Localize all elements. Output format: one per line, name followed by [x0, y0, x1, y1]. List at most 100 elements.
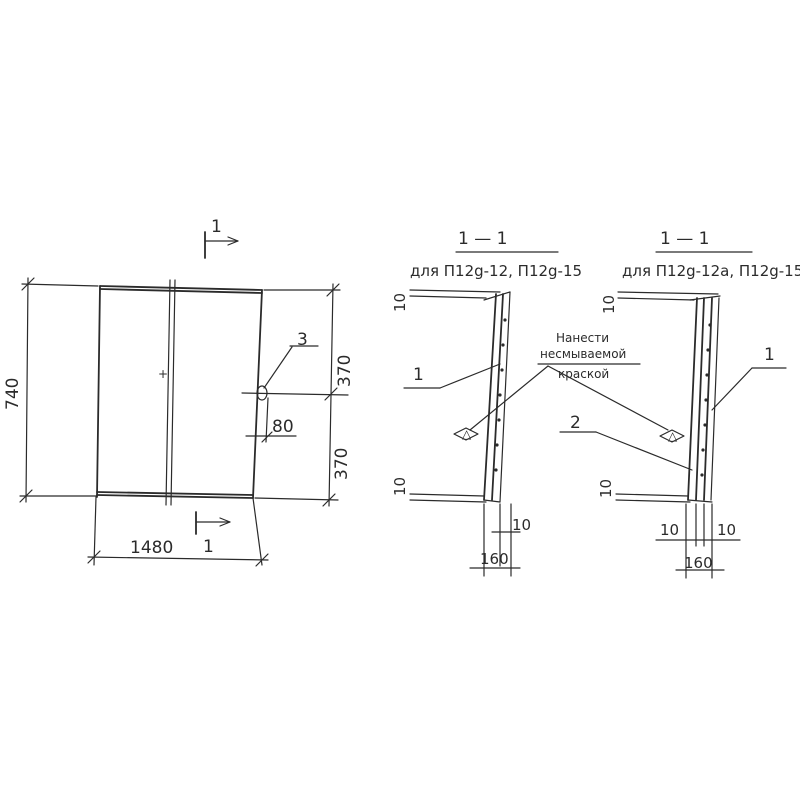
section-mark-bottom-label: 1	[203, 537, 214, 557]
section-right-dim-bottom-label: 10	[597, 479, 615, 498]
section-left-dim-right-label: 10	[512, 516, 531, 534]
section-left: 1 — 1 для П12g-12, П12g-15 10 10 10 160	[391, 229, 582, 577]
section-right-top-flange	[689, 295, 721, 301]
dim-1480-ext-left	[93, 496, 97, 566]
section-right-profile-3	[703, 297, 713, 501]
dim-370-tick-mid	[324, 387, 338, 401]
dim-370-line	[328, 283, 334, 507]
section-right-subtitle: для П12g-12а, П12g-15а	[622, 262, 800, 280]
section-right-dim-width-label: 160	[684, 554, 713, 572]
section-right-callout-2-leader	[595, 431, 693, 471]
center-mark: +	[158, 367, 168, 381]
rivet	[494, 468, 498, 472]
plan-view: + 3 1 1 740 1480	[3, 217, 355, 567]
note-line-1: Нанести	[556, 331, 609, 345]
dim-370-tick-top	[326, 283, 340, 297]
rivet	[705, 373, 709, 377]
section-left-dim-width-label: 160	[480, 550, 509, 568]
section-right-callout-2: 2	[570, 413, 581, 433]
section-left-top-flange	[483, 291, 511, 301]
center-rib-right	[170, 279, 176, 506]
section-left-marking-diamond	[453, 427, 479, 441]
dim-1480-label: 1480	[130, 538, 173, 558]
section-left-dim-bottom-ext1	[409, 493, 485, 497]
note-leader-right	[547, 365, 669, 431]
dim-80-tick	[261, 431, 273, 443]
section-left-dim-top-label: 10	[391, 293, 409, 312]
rivet	[701, 448, 705, 452]
section-right-marking-diamond	[659, 429, 685, 443]
section-left-dim-top-ext1	[409, 289, 501, 293]
dim-1480-tick-left	[87, 550, 101, 564]
section-left-callout-1: 1	[413, 365, 424, 385]
dim-370-lower-label: 370	[332, 448, 352, 480]
rivet	[503, 318, 507, 322]
section-right-profile-4	[710, 297, 720, 501]
center-rib-left	[165, 279, 171, 506]
section-left-dim-top-ext2	[409, 295, 487, 299]
section-right-callout-1-leader	[711, 367, 753, 411]
section-right-dim-left-label: 10	[660, 521, 679, 539]
dim-1480-tick-right	[255, 553, 269, 567]
section-left-dim-bottom-ext2	[409, 499, 487, 503]
rivet	[706, 348, 710, 352]
section-right-dim-top-ext1	[617, 291, 719, 295]
dim-80-label: 80	[272, 417, 294, 437]
panel-bottom-edge	[96, 494, 254, 499]
dim-740-tick-top	[21, 277, 35, 291]
dim-740-tick-bottom	[19, 489, 33, 503]
section-left-dim-bottom-label: 10	[391, 477, 409, 496]
section-right-profile-1	[687, 297, 698, 501]
section-right-title: 1 — 1	[660, 229, 709, 249]
section-left-bottom-flange	[483, 499, 501, 503]
section-right-dim-bottom-ext1	[615, 493, 689, 497]
section-mark-top-arrowhead	[227, 236, 239, 246]
rivet	[498, 393, 502, 397]
rivet	[501, 343, 505, 347]
dim-1480-ext-right	[252, 497, 263, 566]
section-left-subtitle: для П12g-12, П12g-15	[410, 262, 582, 280]
note-line-3: краской	[558, 367, 609, 381]
section-left-callout-1-leader	[439, 363, 501, 389]
section-left-title: 1 — 1	[458, 229, 507, 249]
rivet	[703, 423, 707, 427]
section-right-profile-2	[695, 297, 705, 501]
callout-3: 3	[297, 330, 308, 350]
dim-370-ext-bottom	[254, 497, 339, 501]
dim-740-line	[25, 277, 29, 503]
section-left-profile-outer	[483, 293, 497, 501]
rivet	[500, 368, 504, 372]
dim-1480-line	[87, 556, 269, 561]
note-line-2: несмываемой	[540, 347, 626, 361]
section-mark-bottom-arrowhead	[219, 517, 231, 527]
section-right-dim-top-label: 10	[600, 295, 618, 314]
rivet	[497, 418, 501, 422]
rivet	[495, 443, 499, 447]
section-right-marking-glyph: △	[668, 429, 678, 443]
dim-80-line	[265, 397, 269, 443]
rivet	[704, 398, 708, 402]
section-left-marking-glyph: △	[462, 427, 472, 441]
dim-370-tick-bottom	[322, 493, 336, 507]
panel-top-edge	[99, 285, 263, 291]
section-right: 1 — 1 для П12g-12а, П12g-15а 10 10 10 10	[559, 229, 800, 579]
section-right-dim-bottom-ext2	[615, 499, 691, 503]
section-right-bottom-flange	[687, 499, 713, 503]
scan-band	[0, 215, 800, 587]
panel-top-edge-inner	[99, 288, 263, 294]
dim-370-upper-label: 370	[335, 355, 355, 387]
rivet	[700, 473, 704, 477]
note-apply-paint: Нанести несмываемой краской	[469, 331, 669, 431]
section-right-dim-top-ext2	[617, 297, 695, 301]
dim-740-ext-top	[21, 283, 99, 287]
section-left-profile-back	[499, 291, 511, 503]
section-mark-top-label: 1	[211, 217, 222, 237]
callout-3-leader	[263, 346, 293, 389]
panel-bottom-edge-inner	[96, 491, 254, 496]
dim-740-label: 740	[3, 378, 23, 410]
panel-left-edge	[96, 285, 101, 498]
note-leader-left	[469, 365, 549, 431]
section-right-dim-right-label: 10	[717, 521, 736, 539]
